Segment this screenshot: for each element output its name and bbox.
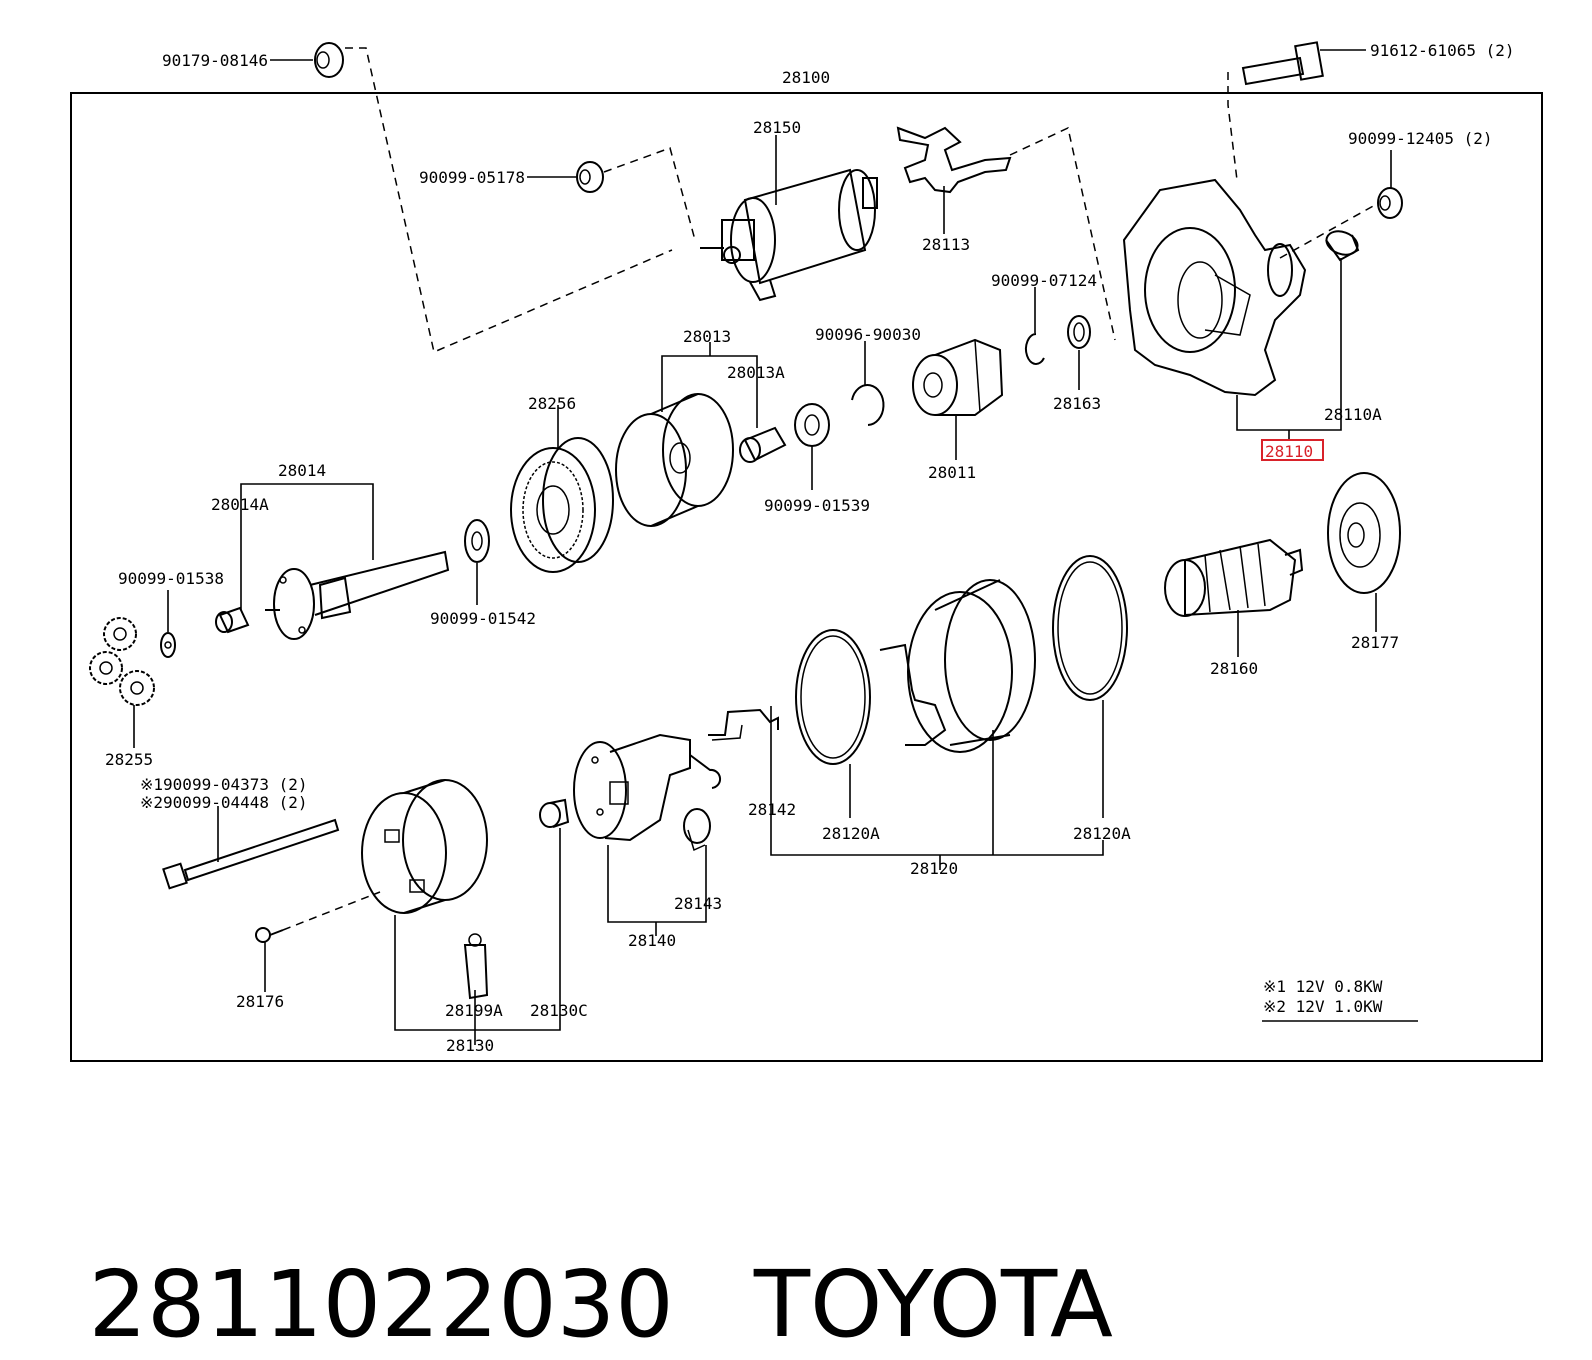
label-90179-08146: 90179-08146 (162, 51, 268, 70)
label-28011: 28011 (928, 463, 976, 482)
screw-28176 (255, 927, 284, 943)
bushing-28013A (739, 426, 787, 463)
cover-28177 (1327, 472, 1401, 594)
internal-gear-28256 (510, 437, 614, 573)
bushing-28110A (1325, 230, 1360, 262)
label-90099-01539: 90099-01539 (764, 496, 870, 515)
label-28100: 28100 (782, 68, 830, 87)
washer-90099-01538 (160, 632, 176, 658)
label-28255: 28255 (105, 750, 153, 769)
legend-note-2: ※2 12V 1.0KW (1263, 997, 1383, 1016)
lever-28113 (896, 126, 1012, 194)
label-note1-part: ※190099-04373 (2) (140, 775, 308, 794)
label-28120A-left: 28120A (822, 824, 880, 843)
washer-28163 (1067, 315, 1091, 349)
label-28113: 28113 (922, 235, 970, 254)
label-28110A: 28110A (1324, 405, 1382, 424)
planetary-gears-28255 (89, 617, 155, 706)
highlight-box-28110 (1261, 439, 1324, 461)
spring-28143 (683, 808, 711, 852)
lead-wire-28142 (708, 708, 779, 741)
clip-90099-07124 (1025, 333, 1045, 365)
label-28150: 28150 (753, 118, 801, 137)
label-28014A: 28014A (211, 495, 269, 514)
clutch-28011 (912, 338, 1004, 416)
label-28142: 28142 (748, 800, 796, 819)
legend-note-1: ※1 12V 0.8KW (1263, 977, 1383, 996)
label-28177: 28177 (1351, 633, 1399, 652)
washer-90099-01539 (794, 403, 830, 447)
label-90096-90030: 90096-90030 (815, 325, 921, 344)
solenoid-28150 (700, 168, 878, 302)
yoke-28120 (879, 579, 1036, 753)
label-90099-05178: 90099-05178 (419, 168, 525, 187)
armature-28160 (1164, 538, 1304, 617)
brush-holder-28140 (573, 733, 721, 842)
label-28199A: 28199A (445, 1001, 503, 1020)
label-28013A: 28013A (727, 363, 785, 382)
label-28160: 28160 (1210, 659, 1258, 678)
diagram-reference-number: 191215 (1498, 1077, 1556, 1080)
o-ring-28120A-right (1052, 555, 1128, 701)
label-28120A-right: 28120A (1073, 824, 1131, 843)
assembly-frame (70, 92, 1543, 1062)
through-bolt (162, 818, 340, 890)
brand-name: TOYOTA (753, 1251, 1113, 1358)
label-28110: 28110 (1265, 442, 1313, 461)
label-28256: 28256 (528, 394, 576, 413)
nut-90099-05178 (576, 161, 604, 193)
part-number: 2811022030 (88, 1251, 674, 1358)
label-28130: 28130 (446, 1036, 494, 1055)
o-ring-28120A-left (795, 629, 871, 765)
nut-90099-12405 (1377, 187, 1403, 219)
label-28120: 28120 (910, 859, 958, 878)
label-28163: 28163 (1053, 394, 1101, 413)
washer-90099-01542 (464, 519, 490, 563)
label-90099-07124: 90099-07124 (991, 271, 1097, 290)
label-28143: 28143 (674, 894, 722, 913)
label-28140: 28140 (628, 931, 676, 950)
housing-28013 (615, 393, 734, 527)
parts-diagram: 90179-08146 28100 91612-61065 (2) 28150 … (70, 41, 1556, 1080)
end-frame-28130 (361, 779, 488, 914)
shaft-28014 (265, 550, 450, 640)
nut-90179-08146 (314, 42, 344, 78)
housing-28110 (1122, 178, 1307, 397)
label-90099-01542: 90099-01542 (430, 609, 536, 628)
label-28014: 28014 (278, 461, 326, 480)
label-90099-01538: 90099-01538 (118, 569, 224, 588)
label-28013: 28013 (683, 327, 731, 346)
label-note2-part: ※290099-04448 (2) (140, 793, 308, 812)
bushing-28130C (539, 798, 570, 828)
snap-ring-90096-90030 (851, 384, 885, 426)
label-90099-12405: 90099-12405 (2) (1348, 129, 1493, 148)
label-28130C: 28130C (530, 1001, 588, 1020)
terminal-28199A (463, 933, 489, 1000)
bolt-91612-61065 (1241, 41, 1324, 86)
label-91612-61065: 91612-61065 (2) (1370, 41, 1515, 60)
bushing-28014A (215, 606, 250, 634)
label-28176: 28176 (236, 992, 284, 1011)
caption: 2811022030 TOYOTA (30, 1140, 1570, 1358)
